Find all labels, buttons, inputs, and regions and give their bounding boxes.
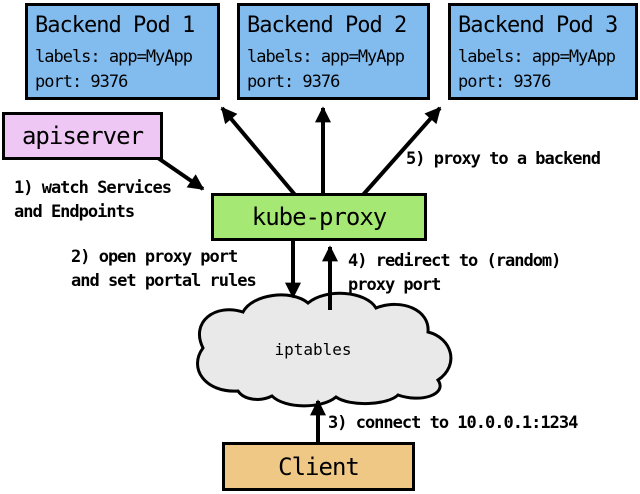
annotation-step4-redirect: 4) redirect to (random) proxy port xyxy=(348,251,561,295)
annotation-step3-connect: 3) connect to 10.0.0.1:1234 xyxy=(328,413,578,433)
backend-pod-1-labels: labels: app=MyApp xyxy=(35,47,193,67)
apiserver-label: apiserver xyxy=(21,122,144,150)
backend-pod-3-box: Backend Pod 3 labels: app=MyApp port: 93… xyxy=(448,3,638,100)
arrow-kube-proxy-to-pod1 xyxy=(220,106,298,198)
backend-pod-1-box: Backend Pod 1 labels: app=MyApp port: 93… xyxy=(25,3,220,100)
backend-pod-2-labels: labels: app=MyApp xyxy=(247,47,405,67)
arrow-apiserver-to-kube-proxy xyxy=(156,156,205,191)
backend-pod-1-port: port: 9376 xyxy=(35,72,128,92)
backend-pod-3-title: Backend Pod 3 xyxy=(458,13,618,38)
annotation-step1-watch-services: 1) watch Services and Endpoints xyxy=(14,178,172,222)
kube-proxy-label: kube-proxy xyxy=(251,203,387,231)
annotation-step2-open-proxy-port: 2) open proxy port and set portal rules xyxy=(71,247,257,291)
backend-pod-2-port: port: 9376 xyxy=(247,72,340,92)
backend-pod-2-title: Backend Pod 2 xyxy=(247,13,407,38)
client-box: Client xyxy=(222,442,415,491)
iptables-label: iptables xyxy=(274,340,352,359)
backend-pod-3-labels: labels: app=MyApp xyxy=(458,47,616,67)
backend-pod-3-port: port: 9376 xyxy=(458,72,551,92)
iptables-cloud-shape xyxy=(196,291,453,408)
arrow-kube-proxy-to-pod3 xyxy=(360,106,442,198)
kube-proxy-box: kube-proxy xyxy=(211,193,427,241)
backend-pod-1-title: Backend Pod 1 xyxy=(35,13,195,38)
annotation-step5-proxy-to-backend: 5) proxy to a backend xyxy=(406,149,601,169)
client-label: Client xyxy=(278,452,360,481)
apiserver-box: apiserver xyxy=(2,112,163,160)
backend-pod-2-box: Backend Pod 2 labels: app=MyApp port: 93… xyxy=(237,3,430,100)
